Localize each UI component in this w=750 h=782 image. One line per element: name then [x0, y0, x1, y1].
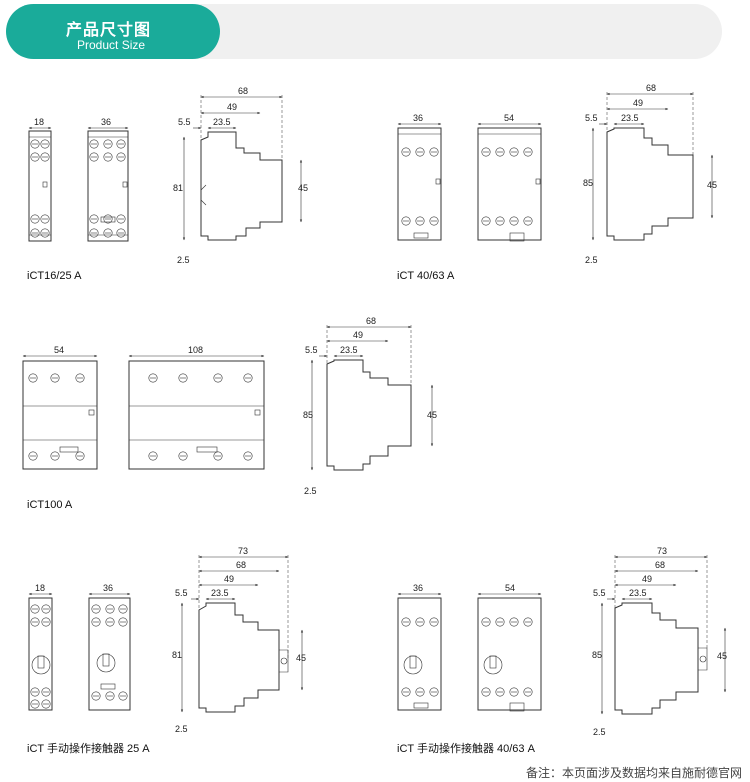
svg-text:23.5: 23.5: [629, 588, 647, 598]
front-view-2p: 36: [397, 583, 442, 711]
svg-text:81: 81: [173, 183, 183, 193]
svg-text:2.5: 2.5: [177, 255, 190, 265]
svg-text:2.5: 2.5: [585, 255, 598, 265]
svg-text:68: 68: [366, 316, 376, 326]
front-view-3p: 54: [477, 583, 542, 712]
product-ict100-drawing: 54 108 68 49 23.5 5.5 85 45 2.5: [22, 316, 437, 496]
product-label: iCT 手动操作接触器 40/63 A: [397, 743, 535, 755]
side-view: 73 68 49 23.5 5.5 81 45 2.5: [172, 546, 306, 734]
front-view-2p: 36: [87, 117, 129, 242]
side-view: 68 49 23.5 5.5 81 45 2.5: [173, 86, 308, 265]
product-label: iCT100 A: [27, 499, 73, 511]
svg-text:36: 36: [413, 583, 423, 593]
svg-text:45: 45: [298, 183, 308, 193]
front-view-4p: 108: [128, 345, 265, 470]
front-view-3p: 54: [22, 345, 98, 470]
product-ict-manual-25-drawing: 18 36 73 68 49 23.5 5.5 81 45 2.5: [28, 546, 306, 734]
footnote: 备注：本页面涉及数据均来自施耐德官网: [525, 766, 742, 780]
svg-text:36: 36: [103, 583, 113, 593]
svg-text:5.5: 5.5: [178, 117, 191, 127]
svg-text:73: 73: [238, 546, 248, 556]
svg-text:23.5: 23.5: [340, 345, 358, 355]
svg-text:81: 81: [172, 650, 182, 660]
front-view-2p: 36: [397, 113, 442, 241]
svg-text:68: 68: [236, 560, 246, 570]
svg-text:45: 45: [707, 180, 717, 190]
svg-text:45: 45: [427, 410, 437, 420]
svg-text:68: 68: [655, 560, 665, 570]
product-ict-manual-40-63-drawing: 36 54 73 68 49 23.5 5.5 85 45 2.5: [397, 546, 727, 737]
svg-text:2.5: 2.5: [175, 724, 188, 734]
svg-text:36: 36: [413, 113, 423, 123]
page-subtitle: Product Size: [77, 38, 146, 52]
front-view-1p: 18: [28, 117, 52, 242]
svg-text:5.5: 5.5: [175, 588, 188, 598]
svg-text:68: 68: [646, 83, 656, 93]
product-ict40-63-drawing: 36 54 68 49 23.5 5.5 85 45 2.5: [397, 83, 717, 265]
side-view: 68 49 23.5 5.5 85 45 2.5: [303, 316, 437, 496]
svg-text:49: 49: [227, 102, 237, 112]
svg-text:5.5: 5.5: [593, 588, 606, 598]
front-view-1p: 18: [28, 583, 53, 711]
dim-width: 18: [34, 117, 44, 127]
svg-text:68: 68: [238, 86, 248, 96]
svg-text:23.5: 23.5: [621, 113, 639, 123]
dim-width: 36: [101, 117, 111, 127]
svg-text:54: 54: [504, 113, 514, 123]
svg-text:18: 18: [35, 583, 45, 593]
svg-text:73: 73: [657, 546, 667, 556]
svg-text:49: 49: [224, 574, 234, 584]
svg-text:5.5: 5.5: [585, 113, 598, 123]
svg-text:23.5: 23.5: [213, 117, 231, 127]
side-view: 73 68 49 23.5 5.5 85 45 2.5: [592, 546, 727, 737]
svg-text:23.5: 23.5: [211, 588, 229, 598]
header-title-pill: 产品尺寸图 Product Size: [6, 4, 220, 59]
front-view-2p: 36: [88, 583, 131, 711]
svg-text:45: 45: [717, 651, 727, 661]
svg-text:45: 45: [296, 653, 306, 663]
svg-text:108: 108: [188, 345, 203, 355]
svg-text:54: 54: [505, 583, 515, 593]
svg-text:2.5: 2.5: [593, 727, 606, 737]
product-ict16-25-drawing: 18 36 68 49 23.5 5.5 81 45: [28, 86, 308, 265]
svg-text:54: 54: [54, 345, 64, 355]
front-view-3p: 54: [477, 113, 542, 242]
svg-text:49: 49: [633, 98, 643, 108]
svg-text:5.5: 5.5: [305, 345, 318, 355]
svg-text:85: 85: [592, 650, 602, 660]
svg-text:85: 85: [583, 178, 593, 188]
svg-text:2.5: 2.5: [304, 486, 317, 496]
svg-text:85: 85: [303, 410, 313, 420]
page-title: 产品尺寸图: [66, 22, 152, 39]
product-label: iCT 40/63 A: [397, 270, 455, 282]
product-label: iCT16/25 A: [27, 270, 82, 282]
side-view: 68 49 23.5 5.5 85 45 2.5: [583, 83, 717, 265]
svg-text:49: 49: [642, 574, 652, 584]
product-label: iCT 手动操作接触器 25 A: [27, 743, 150, 755]
svg-text:49: 49: [353, 330, 363, 340]
